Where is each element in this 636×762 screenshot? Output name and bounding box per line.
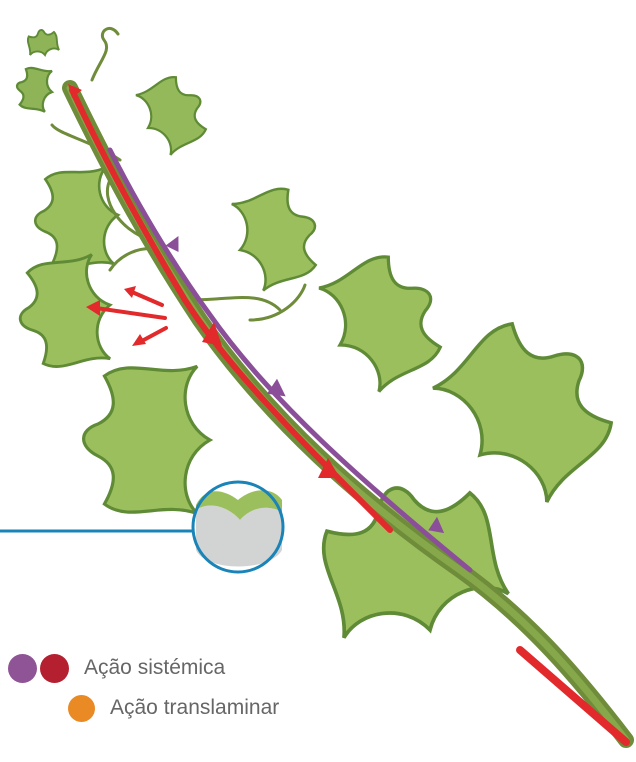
legend-translaminar-label: Ação translaminar	[110, 696, 279, 720]
purple-circle-icon	[8, 654, 37, 683]
legend-systemic: Ação sistémica	[8, 652, 225, 684]
red-circle-icon	[40, 654, 69, 683]
leaves	[11, 28, 634, 652]
orange-circle-icon	[68, 695, 95, 722]
magnifier-callout	[193, 482, 283, 572]
legend-systemic-label: Ação sistémica	[84, 656, 225, 680]
legend-translaminar: Ação translaminar	[8, 692, 279, 724]
